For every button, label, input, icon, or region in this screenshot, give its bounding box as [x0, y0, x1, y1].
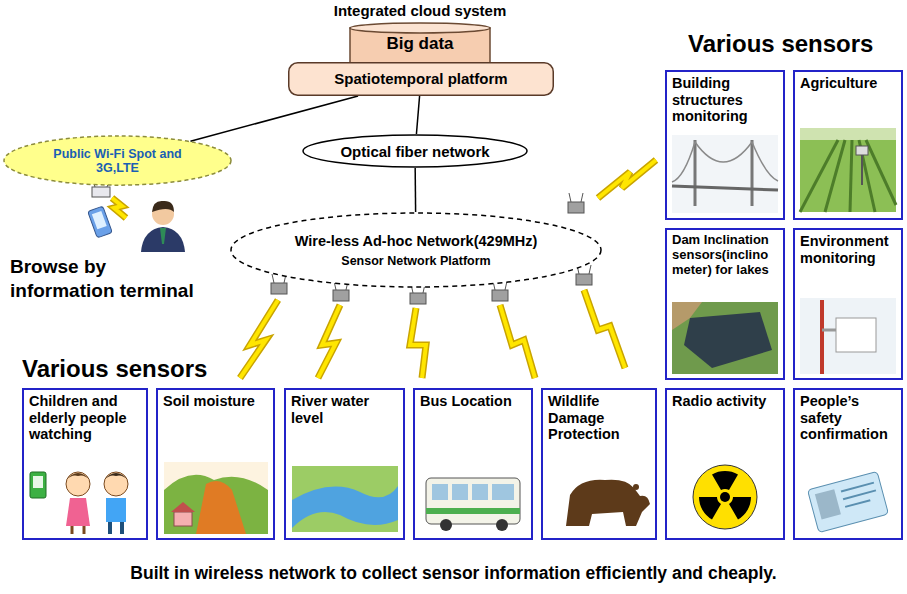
connector-line	[414, 168, 416, 212]
node-label: Optical fiber network	[340, 143, 489, 160]
node-label: River water level	[291, 393, 398, 426]
sensor-box: Bus Location	[413, 388, 533, 540]
section-heading: Various sensors	[688, 31, 873, 57]
sensor-box: Dam Inclination sensors(inclinometer) fo…	[665, 228, 785, 380]
platform-band: Spatiotemporal platform	[288, 62, 554, 96]
terminal-caption: Browse by information terminal	[10, 255, 206, 303]
node-label: Integrated cloud system	[334, 2, 507, 20]
network-ellipse: Optical fiber network	[302, 134, 528, 168]
node-label: Building structures monitoring	[672, 75, 778, 125]
bear-picture	[566, 480, 650, 526]
node-label: Agriculture	[800, 75, 896, 92]
connector-line	[416, 96, 419, 134]
node-label: Public Wi-Fi Spot and 3G,LTE	[38, 147, 198, 175]
sensor-box: Wildlife Damage Protection	[541, 388, 657, 540]
section-heading: Various sensors	[22, 356, 207, 382]
sensor-box: Agriculture	[793, 70, 903, 220]
sensor-box: River water level	[284, 388, 405, 540]
node-label: Dam Inclination sensors(inclinometer) fo…	[672, 233, 778, 278]
sensor-box: Soil moisture	[156, 388, 275, 540]
node-label: Spatiotemporal platform	[334, 70, 507, 88]
node-sublabel: Big data	[386, 34, 453, 54]
node-label: People’s safety confirmation	[800, 393, 896, 443]
node-label: Bus Location	[420, 393, 526, 410]
connector-line	[190, 96, 358, 141]
cloud-cylinder: Integrated cloud systemBig data	[320, 2, 520, 64]
radiation-symbol	[693, 465, 757, 529]
node-label: Environment monitoring	[800, 233, 896, 266]
radio-link-bolts	[112, 160, 656, 378]
bus-picture	[426, 478, 520, 531]
phone-icon	[88, 206, 113, 238]
node-sublabel: Sensor Network Platform	[341, 253, 490, 269]
sensor-box: Children and elderly people watching	[22, 388, 148, 540]
landslide-picture	[164, 462, 268, 534]
field-picture	[800, 128, 896, 212]
river-picture	[292, 466, 398, 532]
monitor-pole-picture	[800, 298, 896, 374]
bridge-picture	[672, 135, 778, 213]
node-label: Children and elderly people watching	[29, 393, 141, 443]
sensor-box: People’s safety confirmation	[793, 388, 903, 540]
node-label: Soil moisture	[163, 393, 268, 410]
node-label: Wire-less Ad-hoc Network(429MHz)	[295, 232, 538, 250]
node-label: Wildlife Damage Protection	[548, 393, 650, 443]
id-card-picture	[808, 471, 889, 532]
person-icon	[141, 201, 185, 252]
sensor-box: Radio activity	[665, 388, 785, 540]
ellipse-outline	[230, 212, 602, 288]
network-ellipse: Public Wi-Fi Spot and 3G,LTE	[3, 135, 232, 186]
sensor-box: Building structures monitoring	[665, 70, 785, 220]
node-label: Radio activity	[672, 393, 778, 410]
children-picture	[30, 472, 128, 534]
figure-caption: Built in wireless network to collect sen…	[0, 561, 907, 585]
sensor-box: Environment monitoring	[793, 228, 903, 380]
lake-picture	[672, 302, 778, 374]
network-ellipse: Wire-less Ad-hoc Network(429MHz) Sensor N…	[230, 212, 602, 288]
